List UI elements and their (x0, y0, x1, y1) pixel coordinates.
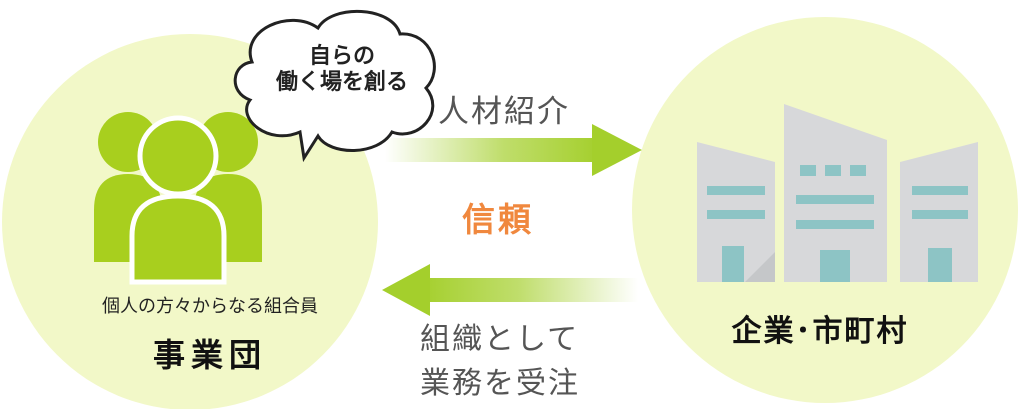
people-group-icon (94, 112, 262, 285)
arrow-left-label-line-1: 組織として (420, 322, 580, 357)
bubble-text: 自らの 働く場を創る (262, 44, 422, 97)
left-node-title: 事業団 (152, 336, 267, 374)
arrow-left-label-line-2: 業務を受注 (420, 365, 580, 401)
buildings-icon (697, 104, 978, 282)
bubble-line-2: 働く場を創る (275, 70, 408, 96)
speech-bubble-icon (233, 9, 436, 163)
arrow-left-label: 組織として 業務を受注 (420, 318, 580, 405)
arrow-right (385, 124, 642, 176)
trust-label: 信頼 (462, 200, 534, 239)
arrow-right-label: 人材紹介 (438, 94, 570, 130)
arrow-left (382, 264, 638, 316)
right-node-title: 企業･市町村 (731, 314, 909, 349)
bubble-line-1: 自らの (308, 44, 375, 69)
left-node-subtitle: 個人の方々からなる組合員 (102, 296, 318, 317)
